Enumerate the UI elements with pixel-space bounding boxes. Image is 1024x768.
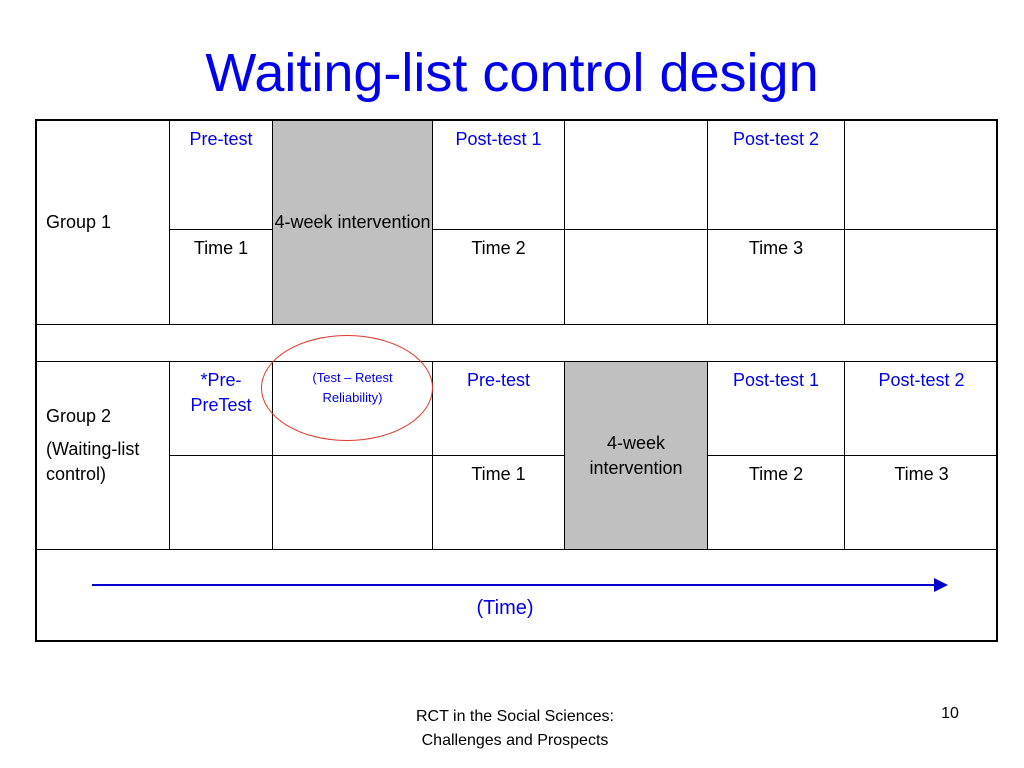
group2-label: Group 2 (Waiting-list control) [37,362,170,550]
group1-empty-cell [845,121,998,230]
page-number: 10 [941,705,959,722]
group2-posttest2: Post-test 2 [845,362,998,456]
group2-time2: Time 2 [708,456,845,550]
spacer-row [37,325,998,362]
group1-intervention: 4-week intervention [273,121,433,325]
group1-posttest2: Post-test 2 [708,121,845,230]
group2-empty-cell [170,456,273,550]
group1-empty-cell [565,121,708,230]
group2-prepretest: *Pre-PreTest [170,362,273,456]
footer-line1: RCT in the Social Sciences: [415,708,614,725]
group2-pretest: Pre-test [433,362,565,456]
group2-intervention: 4-week intervention [565,362,708,550]
group1-label: Group 1 [37,121,170,325]
footer-line2: Challenges and Prospects [421,732,609,749]
group2-empty-cell [273,456,433,550]
time-arrow [92,578,948,592]
group2-time1: Time 1 [433,456,565,550]
group1-posttest1: Post-test 1 [433,121,565,230]
highlight-ellipse [261,335,433,441]
group1-empty-cell [845,230,998,325]
group2-label-line2: (Waiting-list control) [46,439,140,484]
group1-time1: Time 1 [170,230,273,325]
group2-label-line1: Group 2 [46,406,112,426]
design-table: Group 1 Pre-test 4-week intervention Pos… [35,119,998,642]
footer-text: RCT in the Social Sciences: Challenges a… [370,705,660,753]
group1-pretest: Pre-test [170,121,273,230]
group2-posttest1: Post-test 1 [708,362,845,456]
group1-time3: Time 3 [708,230,845,325]
group1-empty-cell [565,230,708,325]
time-axis-label: (Time) [476,597,534,619]
slide-title: Waiting-list control design [205,43,819,103]
group1-time2: Time 2 [433,230,565,325]
group2-time3: Time 3 [845,456,998,550]
